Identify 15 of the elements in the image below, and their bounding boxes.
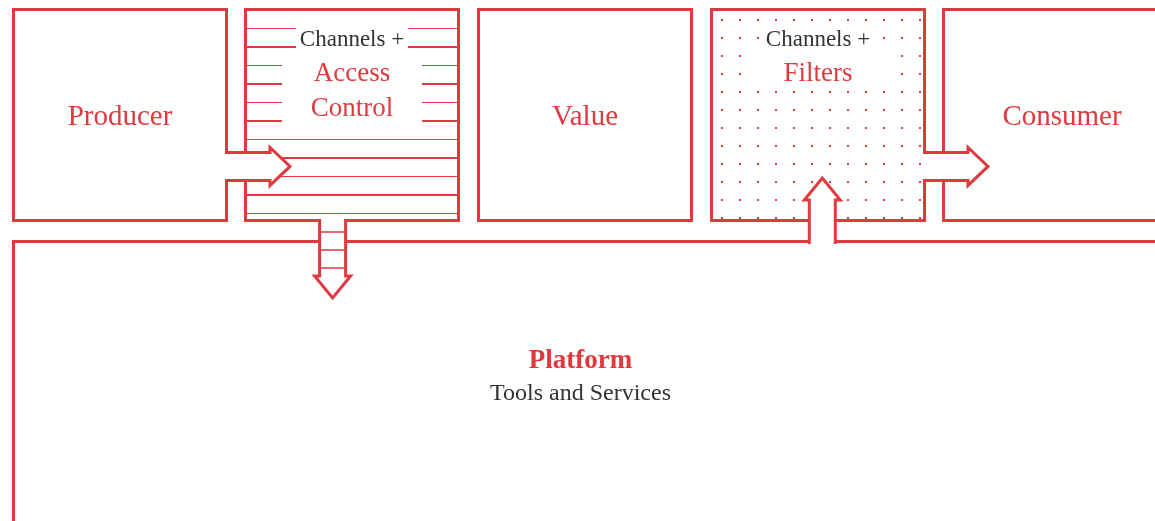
platform-panel (12, 240, 1155, 521)
stage-box (244, 8, 460, 222)
stage-box (942, 8, 1155, 222)
block-arrow (921, 143, 991, 189)
stage-label: Consumer (1002, 97, 1122, 133)
stage-label: Producer (67, 97, 173, 133)
platform-title: Platform (528, 343, 633, 376)
stage-label: Value (552, 97, 618, 133)
block-arrow (801, 175, 844, 246)
block-arrow (311, 217, 354, 301)
stage-box (477, 8, 693, 222)
stage-box (710, 8, 926, 222)
stage-box (12, 8, 228, 222)
block-arrow (223, 143, 293, 189)
platform-subtitle: Tools and Services (490, 377, 671, 407)
